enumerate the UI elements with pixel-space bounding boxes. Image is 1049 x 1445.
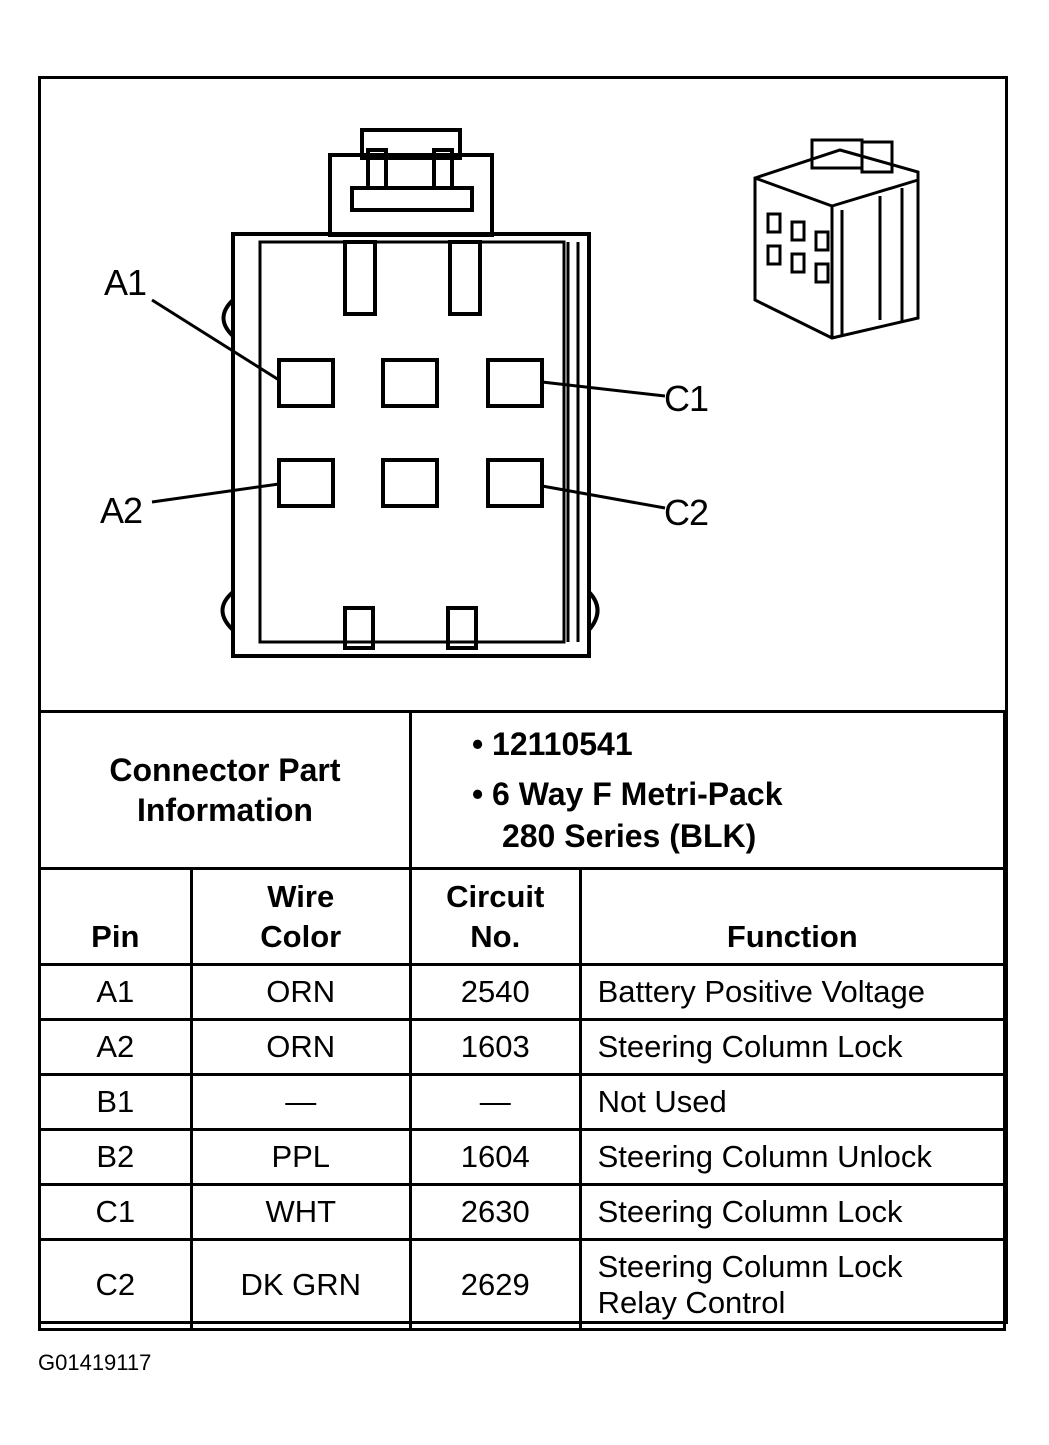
cell-wire-color: ORN bbox=[189, 963, 412, 1021]
table-header-row: Pin Wire Color Circuit No. Function bbox=[38, 867, 1007, 966]
cell-wire-color: PPL bbox=[189, 1128, 412, 1186]
cell-circuit: — bbox=[408, 1073, 582, 1131]
header-function: Function bbox=[578, 867, 1007, 966]
cell-function-line1: Steering Column Lock bbox=[597, 1194, 903, 1229]
cell-function-line1: Steering Column Unlock bbox=[597, 1139, 932, 1174]
cell-function-line2: Relay Control bbox=[597, 1284, 786, 1320]
cell-circuit: 2540 bbox=[408, 963, 582, 1021]
cell-pin: B1 bbox=[38, 1073, 193, 1131]
part-info-label-line2: Information bbox=[136, 792, 313, 828]
pin-label-c2: C2 bbox=[664, 492, 709, 533]
cell-wire-color: WHT bbox=[189, 1183, 412, 1241]
cell-function-line1: Battery Positive Voltage bbox=[597, 974, 925, 1009]
part-info-row: Connector Part Information • 12110541 • … bbox=[38, 710, 1007, 870]
connector-isometric-view bbox=[753, 138, 920, 340]
cell-wire-color: DK GRN bbox=[189, 1238, 412, 1331]
part-info-label: Connector Part Information bbox=[38, 710, 412, 870]
leader-lines bbox=[151, 298, 666, 510]
latch-body bbox=[328, 153, 494, 237]
header-wire-color-line1: Wire bbox=[267, 878, 335, 914]
cell-function: Steering Column Lock bbox=[578, 1183, 1007, 1241]
cell-circuit: 2630 bbox=[408, 1183, 582, 1241]
cell-function-line1: Steering Column Lock bbox=[597, 1029, 903, 1064]
cell-wire-color: — bbox=[189, 1073, 412, 1131]
cell-function-line1: Steering Column Lock bbox=[597, 1248, 903, 1284]
cavity-a2 bbox=[277, 458, 335, 508]
pin-label-c1: C1 bbox=[664, 378, 709, 419]
header-circuit-line1: Circuit bbox=[446, 878, 545, 914]
header-pin: Pin bbox=[38, 867, 193, 966]
cell-wire-color: ORN bbox=[189, 1018, 412, 1076]
cell-pin: A1 bbox=[38, 963, 193, 1021]
cell-circuit: 2629 bbox=[408, 1238, 582, 1331]
part-description-line2: 280 Series (BLK) bbox=[501, 818, 757, 854]
header-wire-color: Wire Color bbox=[189, 867, 412, 966]
cell-pin: B2 bbox=[38, 1128, 193, 1186]
connector-body bbox=[231, 232, 591, 658]
cavity-b2 bbox=[381, 458, 439, 508]
cavity-c2 bbox=[486, 458, 544, 508]
cell-function: Steering Column Unlock bbox=[578, 1128, 1007, 1186]
cell-pin: C2 bbox=[38, 1238, 193, 1331]
part-info-values: • 12110541 • 6 Way F Metri-Pack 280 Seri… bbox=[408, 710, 1007, 870]
cell-circuit: 1604 bbox=[408, 1128, 582, 1186]
cell-pin: A2 bbox=[38, 1018, 193, 1076]
latch-tab bbox=[360, 128, 462, 160]
pin-label-a1: A1 bbox=[104, 262, 147, 303]
part-number: • 12110541 bbox=[471, 726, 633, 762]
cell-pin: C1 bbox=[38, 1183, 193, 1241]
cell-function: Steering Column Lock bbox=[578, 1018, 1007, 1076]
cell-function: Battery Positive Voltage bbox=[578, 963, 1007, 1021]
table-row: B1——Not Used bbox=[38, 1073, 1007, 1131]
part-info-label-line1: Connector Part bbox=[109, 752, 341, 788]
cavity-a1 bbox=[277, 358, 335, 408]
pin-label-a2: A2 bbox=[100, 490, 143, 531]
cell-circuit: 1603 bbox=[408, 1018, 582, 1076]
header-wire-color-line2: Color bbox=[260, 918, 342, 954]
cell-function: Not Used bbox=[578, 1073, 1007, 1131]
cavity-b1 bbox=[381, 358, 439, 408]
connector-diagram bbox=[151, 128, 920, 658]
header-circuit: Circuit No. bbox=[408, 867, 582, 966]
cavity-c1 bbox=[486, 358, 544, 408]
connector-info-table: Connector Part Information • 12110541 • … bbox=[38, 710, 1007, 1331]
figure-code: G01419117 bbox=[38, 1350, 152, 1375]
header-circuit-line2: No. bbox=[470, 918, 521, 954]
cell-function-line1: Not Used bbox=[597, 1084, 727, 1119]
part-description-line1: • 6 Way F Metri-Pack bbox=[471, 776, 783, 812]
connector-face-drawing bbox=[220, 128, 600, 658]
